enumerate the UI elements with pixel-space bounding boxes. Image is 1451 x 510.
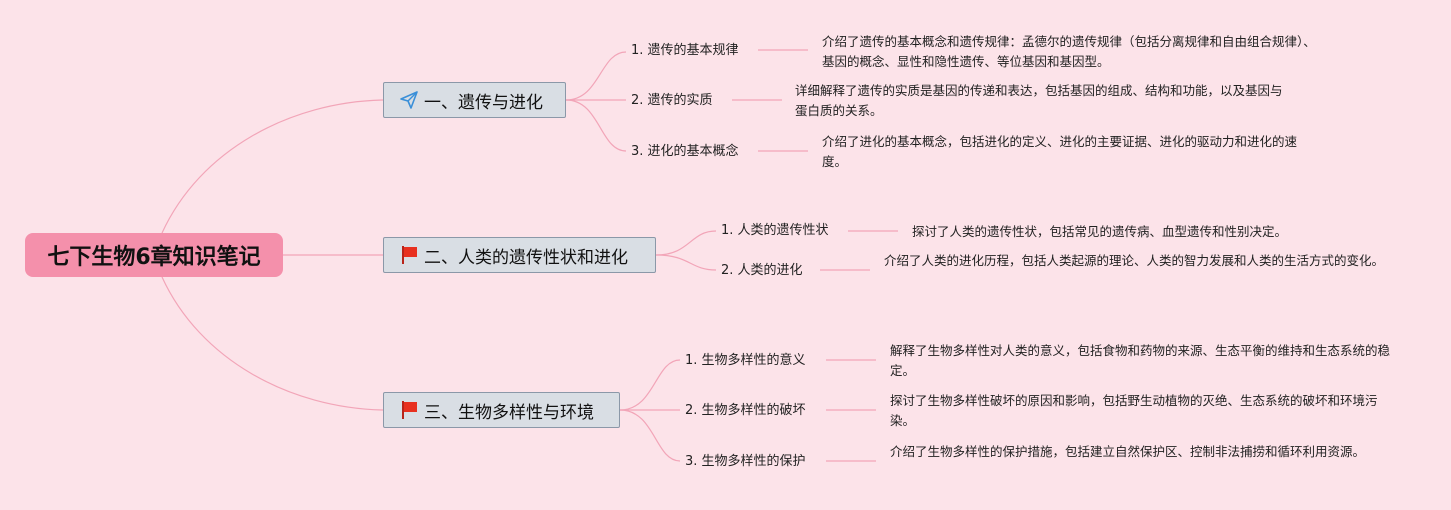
connector-b1-s3: [565, 99, 627, 152]
branch-1-label: 一、遗传与进化: [424, 92, 543, 113]
description-3-1[interactable]: 解释了生物多样性对人类的意义，包括食物和药物的来源、生态平衡的维持和生态系统的稳…: [890, 343, 1391, 378]
connector-b3-s3: [619, 409, 681, 462]
connector-b1-s1: [565, 51, 627, 101]
root-topic-label: 七下生物6章知识笔记: [47, 245, 261, 270]
connector-b2-s2: [655, 254, 717, 271]
subtopic-2-1[interactable]: 1. 人类的遗传性状: [721, 223, 829, 238]
subtopic-3-1[interactable]: 1. 生物多样性的意义: [685, 353, 806, 368]
subtopic-1-3[interactable]: 3. 进化的基本概念: [631, 144, 739, 159]
branch-2-topic[interactable]: 二、人类的遗传性状和进化: [383, 237, 656, 273]
description-2-2[interactable]: 介绍了人类的进化历程，包括人类起源的理论、人类的智力发展和人类的生活方式的变化。: [884, 253, 1385, 268]
branch-3-label: 三、生物多样性与环境: [424, 402, 594, 423]
red-flag-icon: [400, 400, 418, 420]
connector-b2-s1: [655, 230, 717, 256]
connector-root-branch-1: [161, 99, 384, 234]
branch-3-topic[interactable]: 三、生物多样性与环境: [383, 392, 620, 428]
branch-1-topic[interactable]: 一、遗传与进化: [383, 82, 566, 118]
description-1-2[interactable]: 详细解释了遗传的实质是基因的传递和表达，包括基因的组成、结构和功能，以及基因与蛋…: [795, 83, 1283, 118]
description-1-1[interactable]: 介绍了遗传的基本概念和遗传规律：孟德尔的遗传规律（包括分离规律和自由组合规律）、…: [822, 34, 1316, 69]
subtopic-3-3[interactable]: 3. 生物多样性的保护: [685, 454, 806, 469]
description-2-1[interactable]: 探讨了人类的遗传性状，包括常见的遗传病、血型遗传和性别决定。: [912, 224, 1288, 239]
subtopic-1-2[interactable]: 2. 遗传的实质: [631, 93, 713, 108]
description-3-2[interactable]: 探讨了生物多样性破坏的原因和影响，包括野生动植物的灭绝、生态系统的破坏和环境污染…: [890, 393, 1378, 428]
paper-plane-icon: [400, 90, 418, 110]
subtopic-2-2[interactable]: 2. 人类的进化: [721, 263, 803, 278]
red-flag-icon: [400, 245, 418, 265]
description-3-3[interactable]: 介绍了生物多样性的保护措施，包括建立自然保护区、控制非法捕捞和循环利用资源。: [890, 444, 1366, 459]
subtopic-3-2[interactable]: 2. 生物多样性的破坏: [685, 403, 806, 418]
connector-b3-s1: [619, 359, 681, 411]
root-topic[interactable]: 七下生物6章知识笔记: [25, 233, 283, 277]
branch-2-label: 二、人类的遗传性状和进化: [424, 247, 628, 268]
subtopic-1-1[interactable]: 1. 遗传的基本规律: [631, 43, 739, 58]
description-1-3[interactable]: 介绍了进化的基本概念，包括进化的定义、进化的主要证据、进化的驱动力和进化的速度。: [822, 134, 1298, 169]
connector-root-branch-3: [161, 276, 384, 411]
